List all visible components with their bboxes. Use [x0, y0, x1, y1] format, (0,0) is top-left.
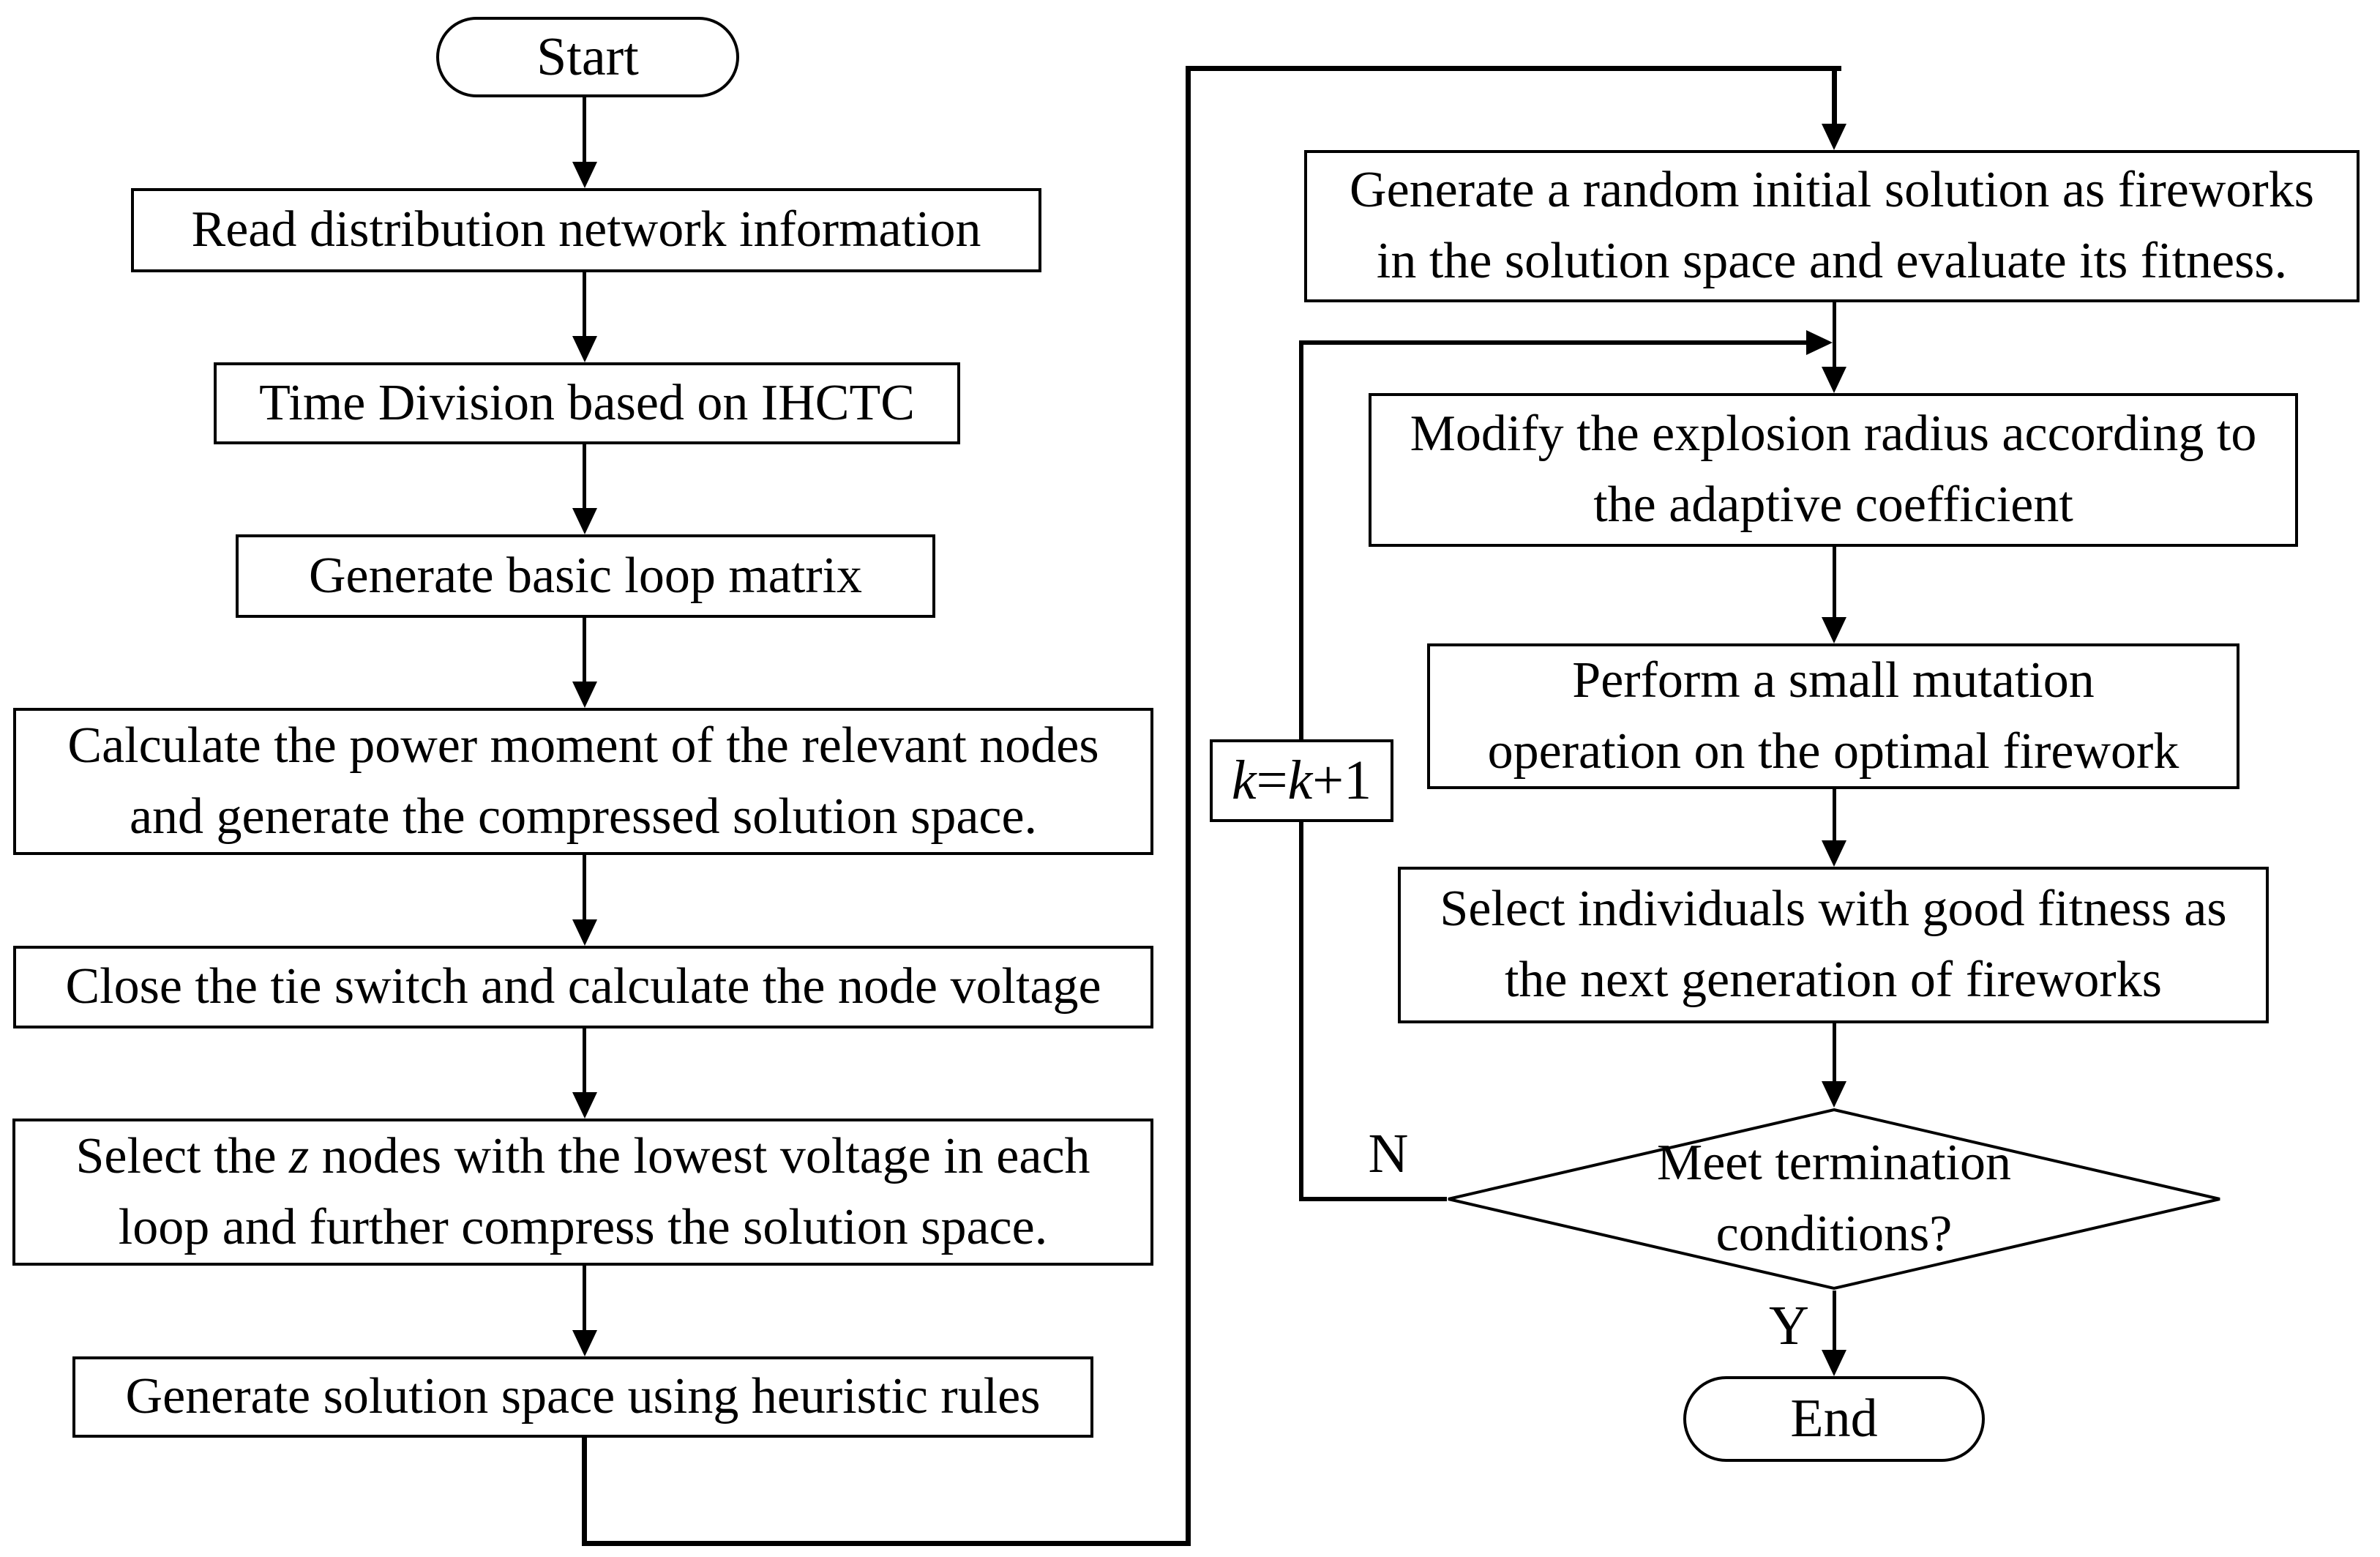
- select-individuals-line2: the next generation of fireworks: [1504, 952, 2162, 1008]
- process-select-individuals: Select individuals with good fitness as …: [1398, 867, 2269, 1023]
- small-mutation-line2: operation on the optimal firework: [1487, 723, 2179, 780]
- start-label: Start: [536, 26, 639, 87]
- arrow-modify-to-mutation-head-icon: [1822, 617, 1846, 643]
- loop-matrix-label: Generate basic loop matrix: [308, 547, 863, 604]
- tie-switch-label: Close the tie switch and calculate the n…: [65, 958, 1101, 1015]
- connector-top-segment: [1186, 66, 1841, 71]
- decision-diamond-shape: [1448, 1108, 2220, 1291]
- small-mutation-line1: Perform a small mutation: [1572, 651, 2095, 709]
- arrow-powermoment-to-tieswitch-head-icon: [572, 919, 597, 946]
- modify-radius-line2: the adaptive coefficient: [1593, 477, 2073, 533]
- terminator-start: Start: [436, 17, 739, 97]
- arrow-start-to-read-head-icon: [572, 162, 597, 188]
- select-individuals-line1: Select individuals with good fitness as: [1440, 881, 2227, 938]
- end-label: End: [1790, 1389, 1878, 1449]
- process-heuristic-rules: Generate solution space using heuristic …: [72, 1356, 1093, 1438]
- process-small-mutation: Perform a small mutation operation on th…: [1427, 643, 2239, 789]
- power-moment-line2: and generate the compressed solution spa…: [129, 788, 1038, 845]
- k-increment-label: k=k+1: [1231, 750, 1372, 812]
- variable-k2: k: [1287, 750, 1313, 812]
- arrow-powermoment-to-tieswitch-stem: [583, 855, 586, 922]
- process-modify-explosion-radius: Modify the explosion radius according to…: [1369, 393, 2298, 547]
- arrow-timedivision-to-loopmatrix-stem: [583, 444, 586, 511]
- connector-riser-segment: [1186, 66, 1191, 1546]
- arrow-tieswitch-to-selectnodes-head-icon: [572, 1092, 597, 1119]
- feedback-no-branch-line: [1299, 1197, 1447, 1201]
- terminator-end: End: [1683, 1376, 1985, 1462]
- decision-meet-termination: Meet termination conditions?: [1541, 1124, 2127, 1274]
- feedback-merge-head-icon: [1806, 330, 1833, 355]
- termination-line2: conditions?: [1715, 1206, 1953, 1262]
- label-branch-no: N: [1368, 1123, 1409, 1184]
- arrow-mutation-to-selectind-stem: [1833, 789, 1836, 843]
- process-generate-loop-matrix: Generate basic loop matrix: [236, 534, 935, 618]
- arrow-read-to-timedivision-stem: [583, 272, 586, 339]
- time-division-label: Time Division based on IHCTC: [259, 374, 915, 431]
- connector-bottom-segment: [582, 1541, 1191, 1546]
- arrow-tieswitch-to-selectnodes-stem: [583, 1028, 586, 1095]
- arrow-read-to-timedivision-head-icon: [572, 336, 597, 362]
- connector-drop-segment: [1832, 66, 1837, 127]
- arrow-decision-to-end-stem: [1833, 1291, 1836, 1353]
- read-network-label: Read distribution network information: [191, 201, 981, 258]
- process-close-tie-switch: Close the tie switch and calculate the n…: [13, 946, 1153, 1028]
- termination-line1: Meet termination: [1656, 1135, 2012, 1192]
- arrow-selectind-to-decision-head-icon: [1822, 1081, 1846, 1108]
- power-moment-line1: Calculate the power moment of the releva…: [67, 717, 1099, 774]
- arrow-selectnodes-to-heuristic-head-icon: [572, 1330, 597, 1356]
- label-branch-yes: Y: [1769, 1295, 1809, 1356]
- arrow-fireworks-to-modify-stem: [1833, 302, 1836, 370]
- process-calculate-power-moment: Calculate the power moment of the releva…: [13, 708, 1153, 855]
- process-random-initial-fireworks: Generate a random initial solution as fi…: [1304, 150, 2360, 302]
- connector-left-down-segment: [582, 1438, 587, 1546]
- arrow-mutation-to-selectind-head-icon: [1822, 840, 1846, 867]
- process-k-increment: k=k+1: [1210, 739, 1393, 822]
- arrow-loopmatrix-to-powermoment-stem: [583, 618, 586, 684]
- process-time-division: Time Division based on IHCTC: [214, 362, 960, 444]
- select-nodes-line1: Select the z nodes with the lowest volta…: [75, 1127, 1090, 1184]
- heuristic-rules-label: Generate solution space using heuristic …: [125, 1368, 1041, 1425]
- arrow-timedivision-to-loopmatrix-head-icon: [572, 508, 597, 534]
- select-nodes-line2: loop and further compress the solution s…: [118, 1198, 1048, 1255]
- variable-z: z: [289, 1127, 310, 1184]
- arrow-loopmatrix-to-powermoment-head-icon: [572, 682, 597, 708]
- process-read-network-info: Read distribution network information: [131, 188, 1041, 272]
- process-select-z-nodes: Select the z nodes with the lowest volta…: [12, 1119, 1153, 1266]
- variable-k1: k: [1231, 750, 1257, 812]
- arrow-modify-to-mutation-stem: [1833, 547, 1836, 620]
- arrow-fireworks-to-modify-head-icon: [1822, 367, 1846, 393]
- random-fireworks-line2: in the solution space and evaluate its f…: [1376, 233, 2288, 289]
- feedback-merge-line: [1299, 340, 1809, 345]
- arrow-selectind-to-decision-stem: [1833, 1023, 1836, 1084]
- connector-into-fireworks-head-icon: [1822, 124, 1846, 150]
- arrow-start-to-read-stem: [583, 97, 586, 165]
- arrow-decision-to-end-head-icon: [1822, 1350, 1846, 1376]
- arrow-selectnodes-to-heuristic-stem: [583, 1266, 586, 1333]
- random-fireworks-line1: Generate a random initial solution as fi…: [1350, 162, 2314, 219]
- modify-radius-line1: Modify the explosion radius according to: [1410, 406, 2257, 463]
